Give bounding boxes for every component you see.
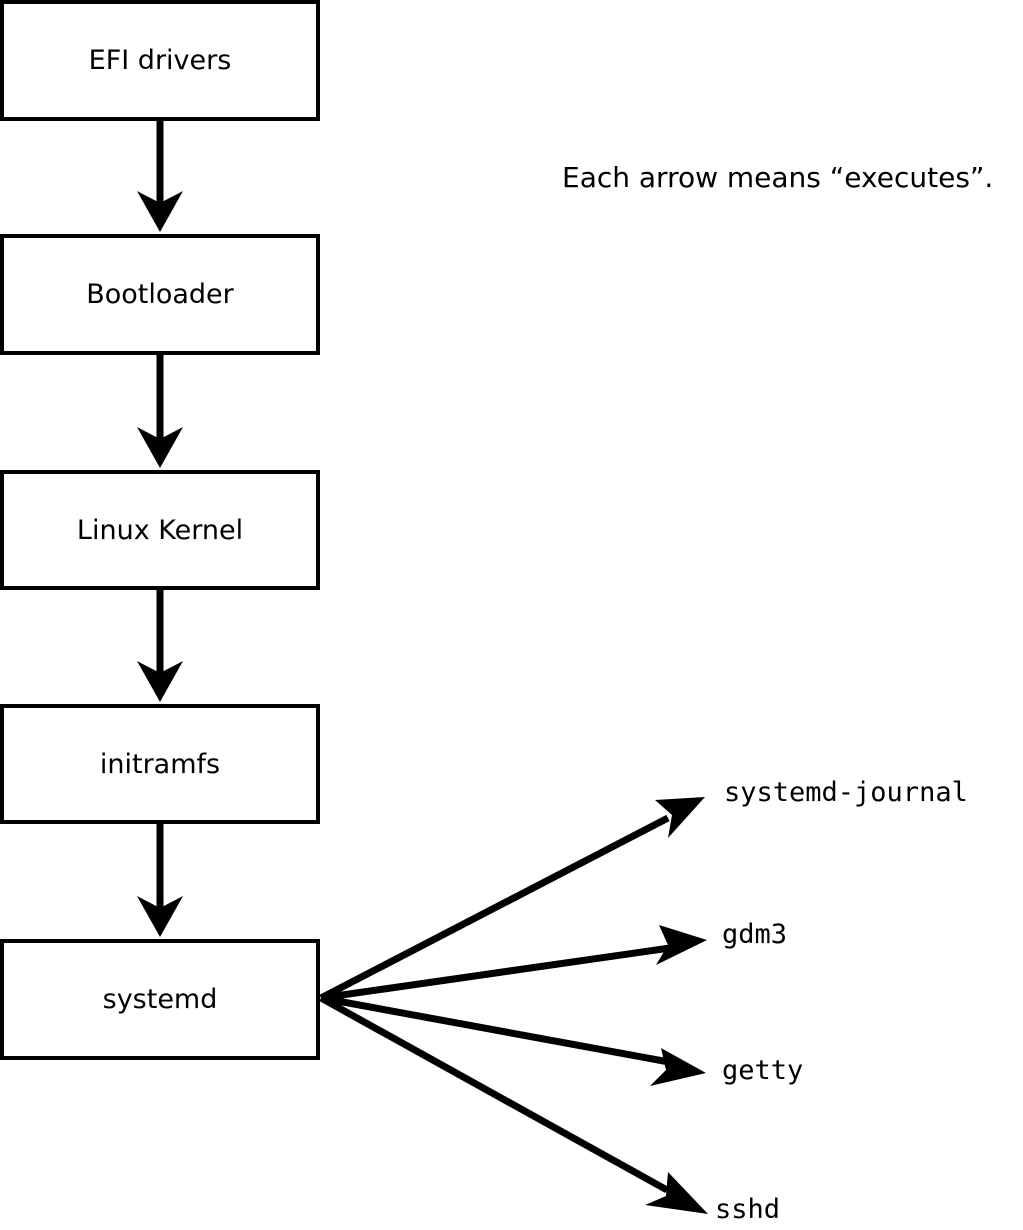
arrow-linux-kernel-to-initramfs	[137, 590, 183, 702]
leaf-label-gdm3: gdm3	[722, 919, 788, 950]
node-label-initramfs: initramfs	[99, 748, 221, 780]
arrow-systemd-to-gdm3	[320, 925, 707, 1002]
leaf-label-systemd-journal: systemd-journal	[724, 777, 968, 808]
arrow-bootloader-to-linux-kernel	[137, 355, 183, 468]
node-label-efi-drivers: EFI drivers	[88, 45, 232, 76]
node-efi-drivers[interactable]: EFI drivers	[0, 0, 320, 121]
arrow-systemd-to-sshd	[319, 994, 708, 1214]
node-systemd[interactable]: systemd	[0, 939, 320, 1060]
node-label-systemd: systemd	[102, 984, 218, 1015]
node-bootloader[interactable]: Bootloader	[0, 234, 320, 355]
arrow-systemd-to-systemd-journal	[319, 797, 705, 1002]
node-label-linux-kernel: Linux Kernel	[76, 514, 244, 546]
leaf-label-getty: getty	[722, 1055, 804, 1086]
arrow-systemd-to-getty	[320, 994, 706, 1086]
node-label-bootloader: Bootloader	[86, 279, 234, 310]
leaf-label-sshd: sshd	[715, 1194, 781, 1225]
diagram-caption: Each arrow means “executes”.	[562, 161, 994, 194]
node-linux-kernel[interactable]: Linux Kernel	[0, 470, 320, 590]
node-initramfs[interactable]: initramfs	[0, 704, 320, 824]
arrow-efi-drivers-to-bootloader	[137, 121, 183, 232]
arrow-initramfs-to-systemd	[137, 824, 183, 937]
